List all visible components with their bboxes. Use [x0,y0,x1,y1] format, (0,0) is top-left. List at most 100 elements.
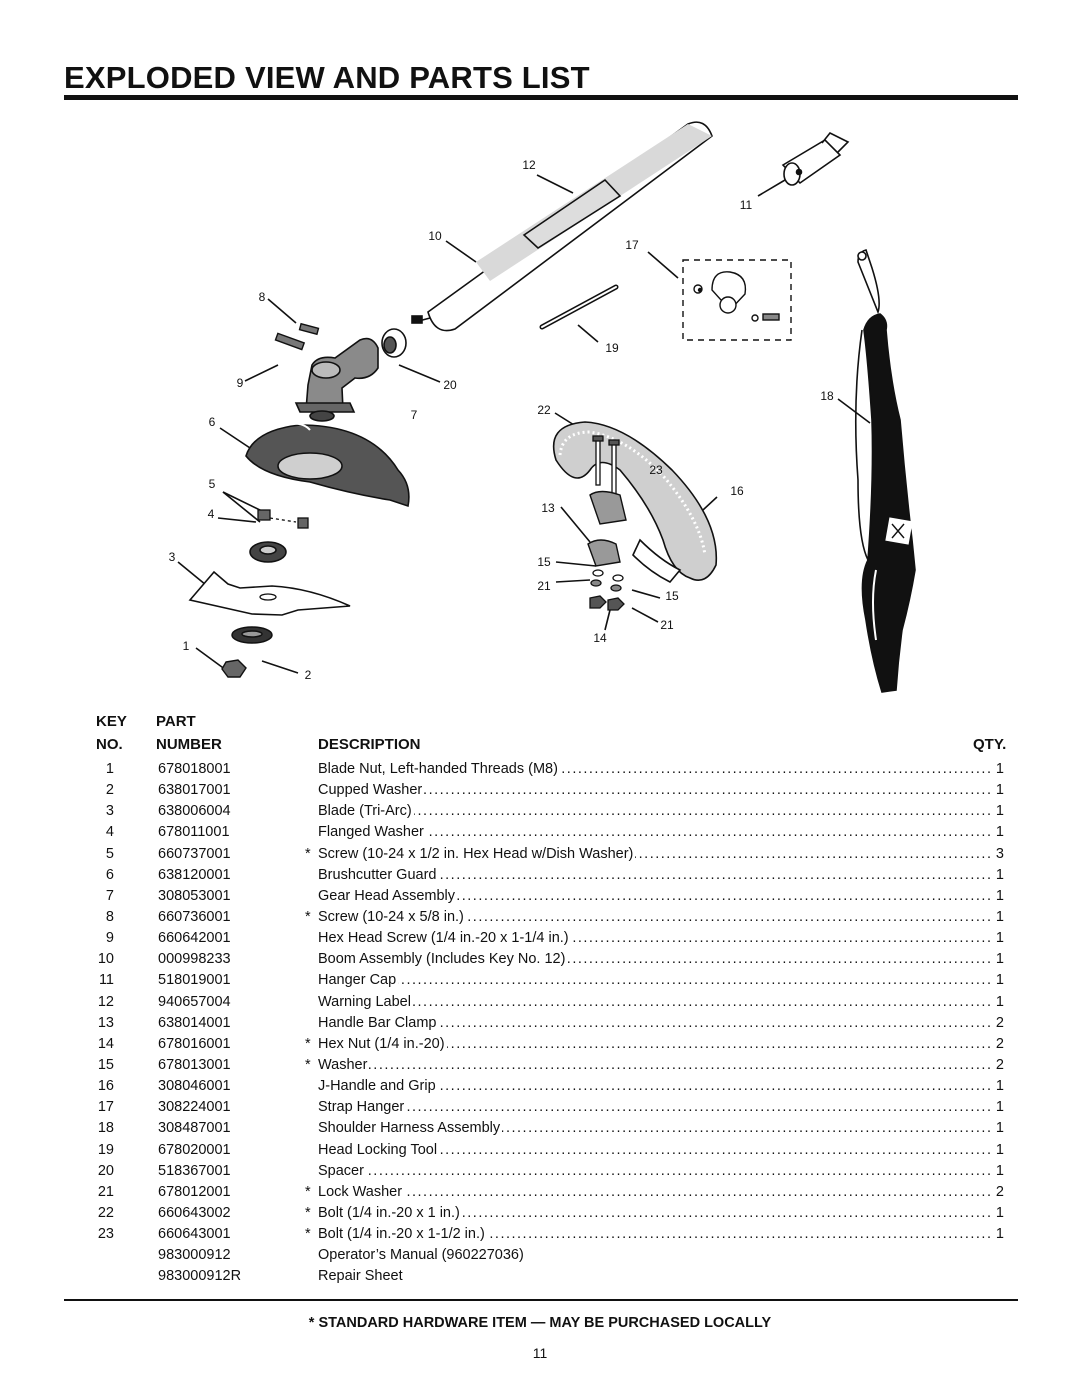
description-cell: Cupped Washer...........................… [318,782,990,799]
quantity: 1 [995,803,1004,820]
description: Screw (10-24 x 5/8 in.) [318,908,466,925]
part-number: 678018001 [158,761,231,777]
dot-leader: ........................................… [318,782,990,799]
quantity: 2 [995,1035,1004,1052]
part-number: 678020001 [158,1141,231,1158]
key-number: 5 [105,845,114,862]
dot-leader: ........................................… [318,1141,990,1158]
key-number: 14 [97,1035,114,1052]
key-number: 23 [97,1226,114,1243]
hardware-marker: * [305,1204,311,1221]
header-part-line1: PART [156,713,196,730]
part-number: 678016001 [158,1035,231,1052]
description: Head Locking Tool [318,1141,440,1158]
dot-leader: ........................................… [318,993,990,1010]
callout-label: 22 [537,403,551,417]
description-cell: Shoulder Harness Assembly...............… [318,1120,990,1137]
description-cell: Spacer..................................… [318,1162,990,1179]
callout-label: 19 [605,341,619,355]
description-cell: Warning Label...........................… [318,993,990,1010]
part-number: 660642001 [158,930,231,947]
part-number: 678013001 [158,1056,231,1073]
part-number: 308487001 [158,1120,231,1137]
key-number: 2 [105,782,114,799]
hardware-marker: * [305,908,311,925]
description: Operator’s Manual (960227036) [318,1247,526,1264]
key-number: 11 [98,972,114,989]
description-cell: Bolt (1/4 in.-20 x 1-1/2 in.)...........… [318,1226,990,1243]
description-cell: Operator’s Manual (960227036) [318,1247,998,1264]
quantity: 1 [995,824,1004,841]
description-cell: Bolt (1/4 in.-20 x 1 in.)...............… [318,1204,990,1221]
key-number: 21 [97,1183,114,1200]
part-number: 308046001 [158,1078,231,1095]
description: Lock Washer [318,1183,405,1200]
part-number: 983000912 [158,1247,231,1264]
description-cell: Screw (10-24 x 5/8 in.).................… [318,908,990,925]
quantity: 1 [995,1204,1004,1221]
hardware-marker: * [305,1056,311,1073]
quantity: 2 [995,1056,1004,1073]
key-number: 16 [97,1078,114,1095]
table-row: 4 678011001 Flanged Washer................… [0,824,1080,845]
page-number: 11 [532,1345,548,1361]
key-number: 22 [97,1204,114,1221]
quantity: 1 [995,993,1004,1010]
description-cell: Head Locking Tool.......................… [318,1141,990,1158]
description: Bolt (1/4 in.-20 x 1-1/2 in.) [318,1226,487,1243]
key-number: 17 [97,1099,114,1116]
part-number: 308053001 [158,887,231,904]
dot-leader: ........................................… [318,803,990,820]
hardware-marker: * [305,1183,311,1200]
key-number: 18 [97,1120,114,1137]
description-cell: Gear Head Assembly......................… [318,887,990,904]
quantity: 2 [995,1183,1004,1200]
description-cell: Flanged Washer..........................… [318,824,990,841]
part-number: 678011001 [158,824,230,841]
part-number: 940657004 [158,993,231,1010]
footnote: * STANDARD HARDWARE ITEM — MAY BE PURCHA… [308,1315,772,1331]
callout-label: 7 [411,408,418,422]
description-cell: J-Handle and Grip.......................… [318,1078,990,1095]
title-rule [64,95,1018,100]
dot-leader: ........................................… [318,1014,990,1031]
key-number: 10 [97,951,114,968]
header-key-line2: NO. [96,736,123,753]
table-row: 9 660642001 Hex Head Screw (1/4 in.-20 x 1… [0,930,1080,951]
callout-label: 10 [428,229,442,243]
part-number: 660643002 [158,1204,231,1221]
description: Bolt (1/4 in.-20 x 1 in.) [318,1204,462,1221]
table-row: 16 308046001 J-Handle and Grip............… [0,1078,1080,1099]
quantity: 1 [995,782,1004,799]
callout-label: 6 [209,415,216,429]
key-number: 9 [105,930,114,947]
key-number: 4 [105,824,114,841]
description: Handle Bar Clamp [318,1014,439,1031]
part-number: 000998233 [158,951,231,968]
description-cell: Hex Head Screw (1/4 in.-20 x 1-1/4 in.).… [318,930,990,947]
callout-label: 14 [593,631,607,645]
dot-leader: ........................................… [318,1035,990,1052]
callout-label: 15 [537,555,551,569]
callout-label: 1 [183,639,190,653]
part-number: 638006004 [158,803,231,820]
description: Gear Head Assembly [318,887,458,904]
quantity: 1 [995,1099,1004,1116]
part-number: 518019001 [158,972,231,989]
dot-leader: ........................................… [318,1162,990,1179]
callout-label: 13 [541,501,555,515]
description-cell: Handle Bar Clamp........................… [318,1014,990,1031]
dot-leader: ........................................… [318,972,990,989]
description: Repair Sheet [318,1268,405,1285]
quantity: 1 [995,1120,1004,1137]
